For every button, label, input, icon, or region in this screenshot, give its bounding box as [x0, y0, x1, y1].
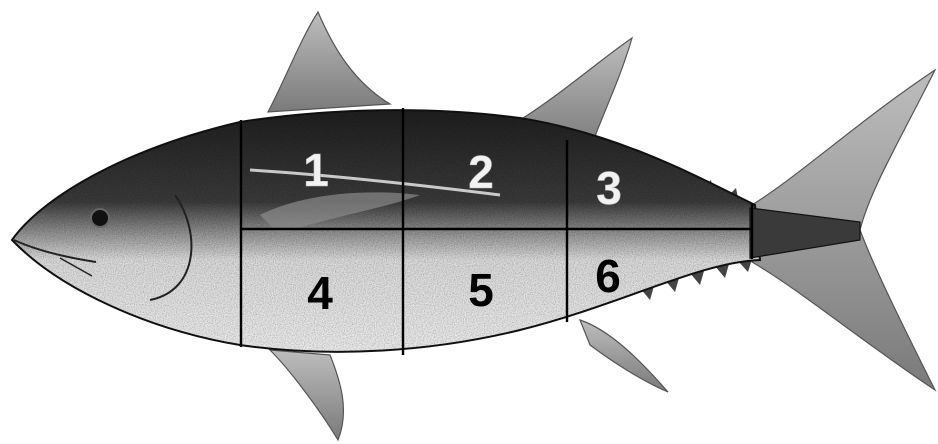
region-label-2: 2 — [468, 146, 494, 198]
region-label-6: 6 — [595, 250, 621, 302]
region-label-3: 3 — [596, 162, 622, 214]
anal-fin — [580, 320, 668, 392]
first-dorsal-fin — [268, 12, 390, 112]
eye — [91, 209, 109, 227]
fish-body — [0, 100, 860, 370]
region-label-4: 4 — [307, 267, 333, 319]
region-label-1: 1 — [303, 144, 329, 196]
pelvic-fin — [270, 350, 343, 440]
region-label-5: 5 — [468, 264, 494, 316]
